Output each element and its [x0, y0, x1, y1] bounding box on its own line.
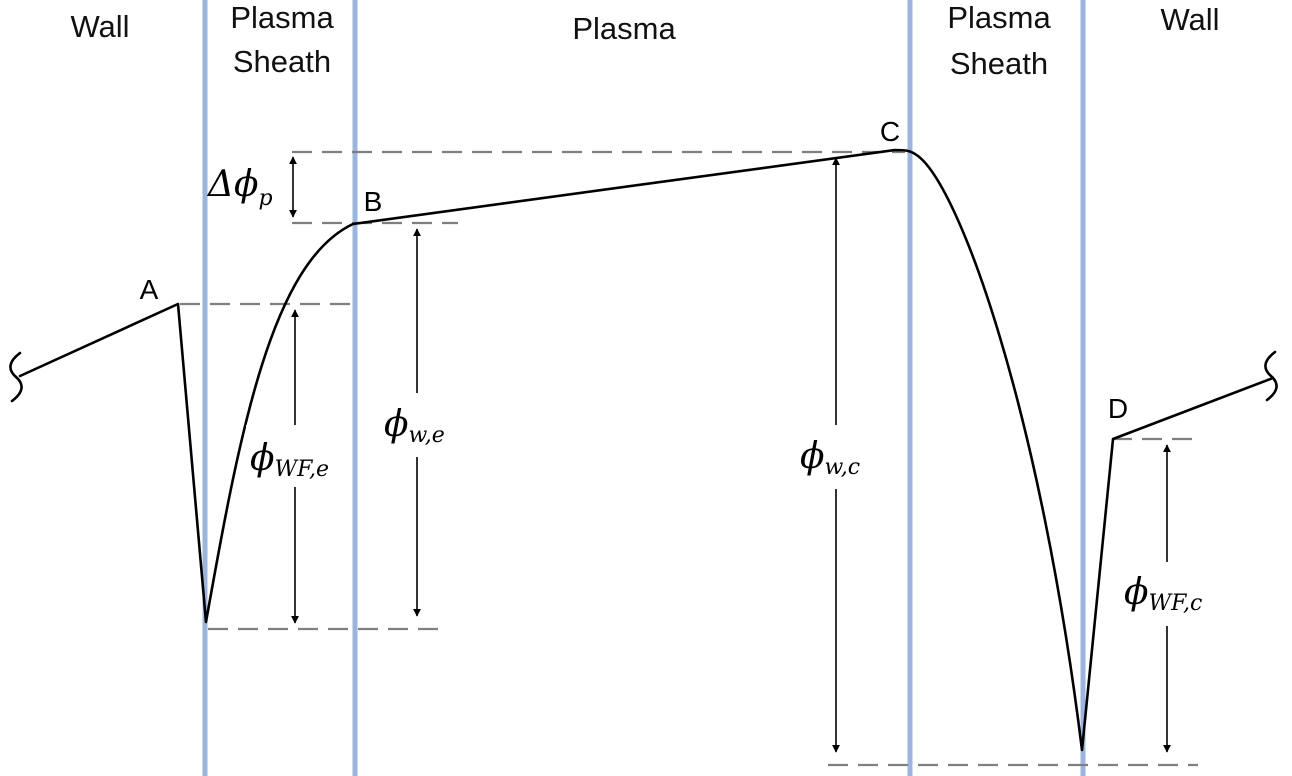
symbol-phi-wf-e-main: ϕ — [250, 438, 275, 479]
symbol-phi-w-e-sub: w,e — [409, 423, 445, 448]
point-label-d: D — [1108, 393, 1128, 424]
symbol-label-phi-w-c: ϕw,c — [800, 436, 860, 480]
symbol-phi-w-c-main: ϕ — [800, 436, 825, 477]
break-symbol-right — [1264, 350, 1278, 402]
region-label-right-wall: Wall — [1160, 2, 1219, 37]
region-label-left-wall: Wall — [70, 9, 129, 44]
label-mask-phi-w-e — [378, 393, 458, 457]
symbol-label-delta-phi-p: Δϕp — [206, 164, 273, 211]
symbol-label-phi-wf-c: ϕWF,c — [1124, 572, 1202, 616]
potential-curve — [18, 148, 1275, 752]
break-symbol-left — [9, 351, 23, 403]
symbol-phi-w-e-main: ϕ — [384, 404, 409, 445]
label-mask-phi-wf-c — [1120, 562, 1216, 626]
label-mask-phi-wf-e — [246, 425, 344, 487]
symbol-delta-phi-main: ϕ — [234, 164, 259, 205]
symbol-phi-wf-e-sub: WF,e — [275, 457, 329, 482]
label-mask-phi-w-c — [794, 425, 878, 489]
symbol-phi-wf-c-main: ϕ — [1124, 572, 1149, 613]
region-label-right-sheath-line1: Plasma — [947, 0, 1051, 35]
region-label-left-sheath-line2: Sheath — [233, 44, 331, 79]
symbol-phi-w-c-sub: w,c — [825, 455, 861, 480]
point-label-a: A — [140, 274, 159, 305]
symbol-delta-phi-sub: p — [259, 186, 273, 211]
symbol-label-phi-w-e: ϕw,e — [384, 404, 445, 448]
region-label-left-sheath-line1: Plasma — [230, 0, 334, 35]
region-label-right-sheath-line2: Sheath — [950, 46, 1048, 81]
point-label-c: C — [880, 116, 900, 147]
symbol-label-phi-wf-e: ϕWF,e — [250, 438, 329, 482]
region-label-plasma: Plasma — [572, 11, 676, 46]
symbol-phi-wf-c-sub: WF,c — [1149, 591, 1203, 616]
symbol-delta-prefix: Δ — [206, 164, 234, 205]
point-label-b: B — [364, 186, 383, 217]
